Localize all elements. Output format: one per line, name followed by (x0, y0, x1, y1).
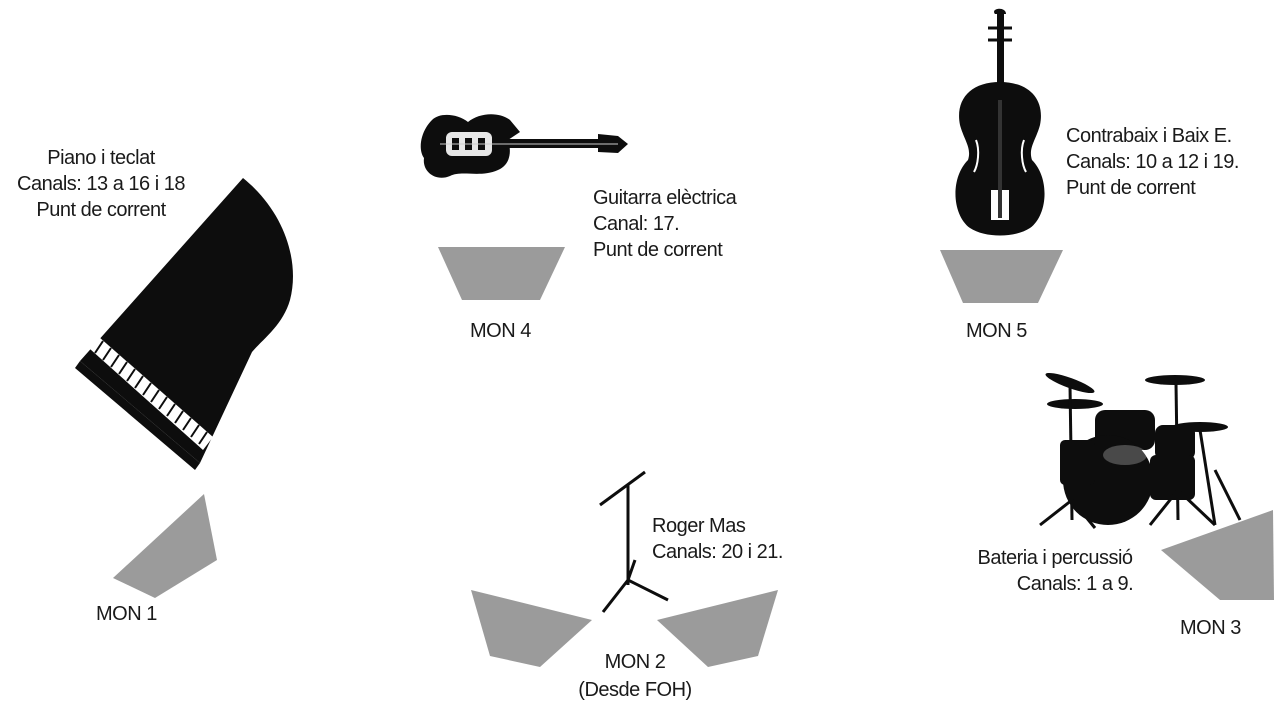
monitor-wedge-mon2-right (657, 590, 778, 667)
monitor-wedge-mon3 (1161, 510, 1274, 600)
guitar-label-power: Punt de corrent (593, 239, 723, 261)
bass-label-power: Punt de corrent (1066, 177, 1196, 199)
mon3-label: MON 3 (1180, 617, 1241, 639)
piano-label-channels: Canals: 13 a 16 i 18 (17, 173, 185, 195)
mon5-label: MON 5 (966, 320, 1027, 342)
drums-label-channels: Canals: 1 a 9. (1016, 573, 1134, 595)
drum-kit-icon (1039, 372, 1242, 529)
mon2-label-name: MON 2 (604, 651, 666, 673)
vocal-label-channels: Canals: 20 i 21. (652, 541, 783, 563)
mon4-label: MON 4 (470, 320, 531, 342)
monitor-wedge-mon5 (940, 250, 1063, 303)
mon1-label: MON 1 (96, 603, 157, 625)
monitor-wedge-mon1 (113, 494, 217, 598)
mon2-label: MON 2 (Desde FOH) (560, 648, 710, 704)
vocal-label-name: Roger Mas (652, 515, 746, 537)
piano-label-power: Punt de corrent (36, 199, 166, 221)
bass-label-name: Contrabaix i Baix E. (1066, 125, 1232, 147)
grand-piano-icon (75, 178, 293, 470)
monitor-wedge-mon2-left (471, 590, 592, 667)
mic-stand-icon (599, 470, 669, 613)
mon2-label-note: (Desde FOH) (578, 679, 692, 701)
guitar-label-name: Guitarra elèctrica (593, 187, 737, 209)
double-bass-icon (955, 8, 1045, 236)
piano-label: Piano i teclat Canals: 13 a 16 i 18 Punt… (6, 145, 196, 223)
drums-label-name: Bateria i percussió (977, 547, 1133, 569)
piano-label-name: Piano i teclat (47, 147, 155, 169)
guitar-label-channels: Canal: 17. (593, 213, 680, 235)
monitor-wedge-mon4 (438, 247, 565, 300)
vocal-label: Roger Mas Canals: 20 i 21. (652, 513, 783, 565)
bass-label-channels: Canals: 10 a 12 i 19. (1066, 151, 1239, 173)
bass-label: Contrabaix i Baix E. Canals: 10 a 12 i 1… (1066, 123, 1239, 201)
drums-label: Bateria i percussió Canals: 1 a 9. (955, 545, 1155, 597)
guitar-label: Guitarra elèctrica Canal: 17. Punt de co… (593, 185, 737, 263)
electric-guitar-icon (420, 114, 628, 178)
